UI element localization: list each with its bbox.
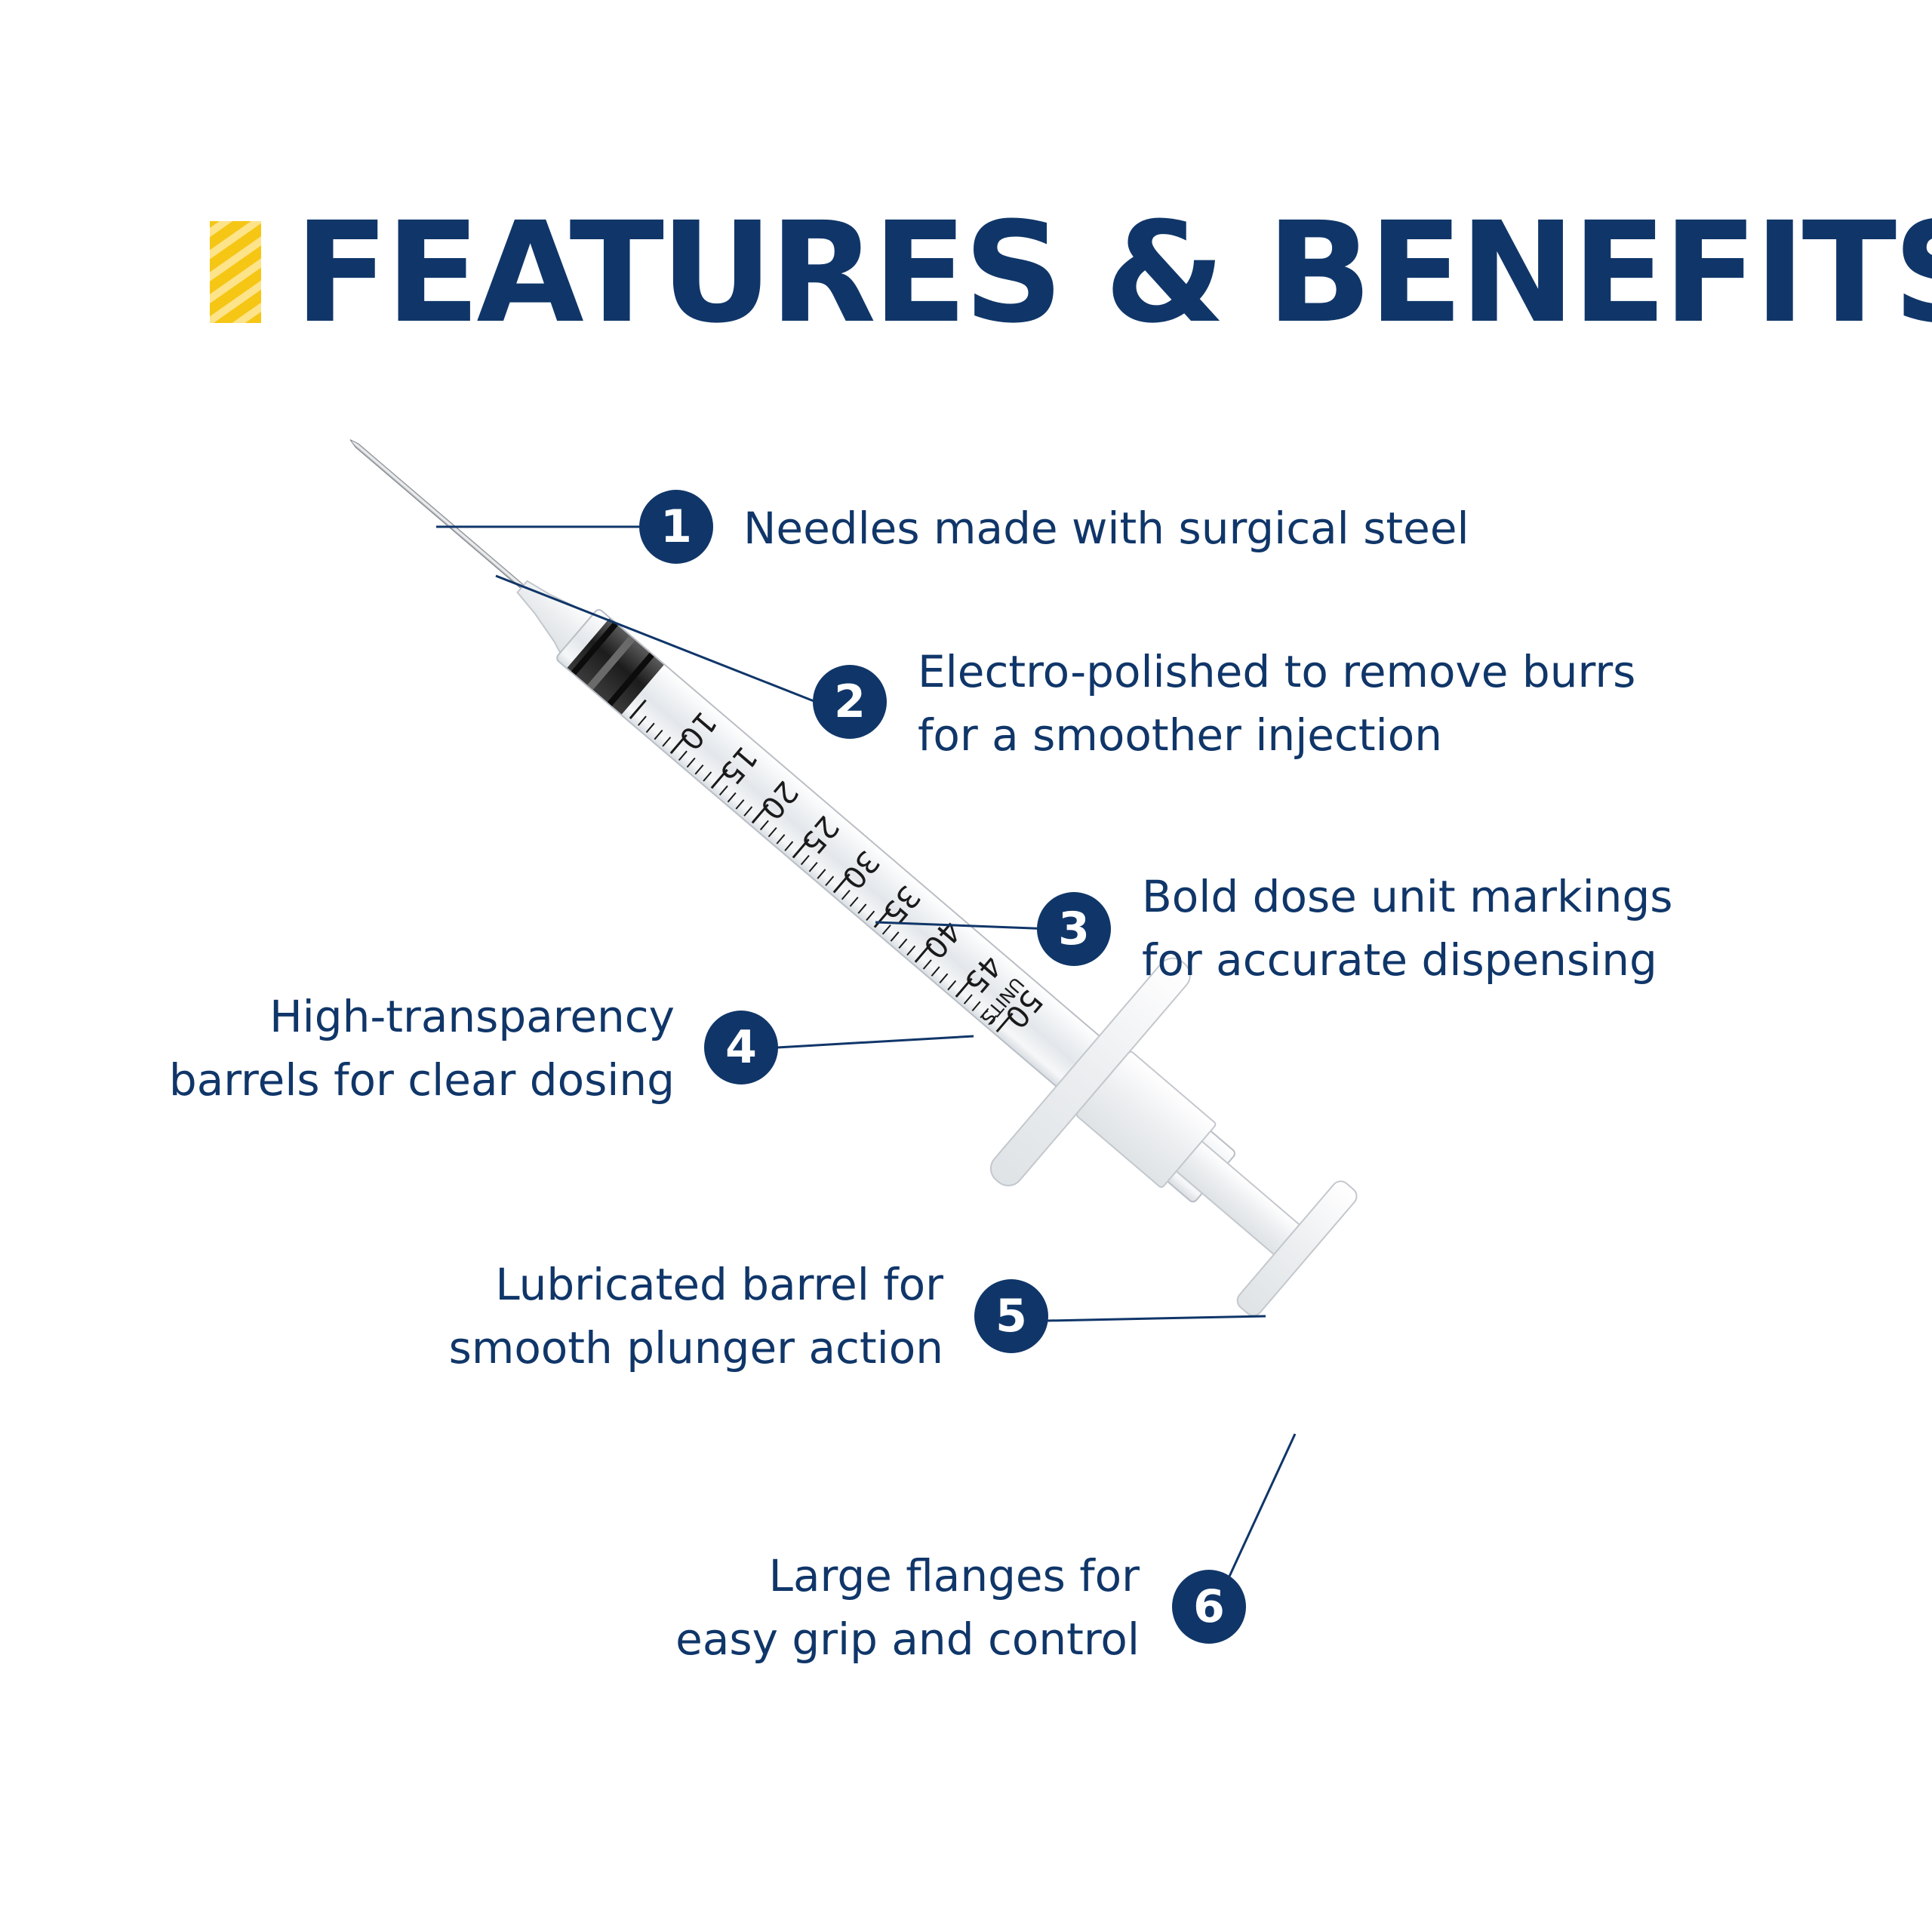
minor-tick [808, 862, 818, 872]
callout-leaders [436, 525, 1297, 1589]
minor-tick [898, 938, 908, 949]
minor-tick [727, 792, 737, 803]
major-tick [873, 908, 891, 928]
callout-badge-2: 2 [813, 665, 887, 739]
title-accent-bar [210, 221, 261, 323]
leader-4 [777, 1035, 974, 1049]
major-tick [629, 699, 647, 719]
callout-badge-1: 1 [639, 490, 713, 564]
callout-badge-4: 4 [704, 1011, 778, 1084]
major-tick [914, 943, 932, 963]
minor-tick [718, 785, 728, 796]
leader-2 [495, 574, 820, 705]
minor-tick [988, 1014, 998, 1026]
leader-5 [1047, 1315, 1266, 1322]
minor-tick [703, 771, 712, 782]
accent-stripe [210, 243, 261, 323]
major-tick [751, 804, 769, 824]
leader-6 [1223, 1433, 1297, 1589]
needle [349, 439, 525, 589]
minor-tick [857, 903, 867, 914]
accent-stripe [210, 221, 261, 278]
minor-tick [800, 854, 810, 866]
major-tick [955, 977, 973, 998]
minor-tick [759, 820, 769, 831]
accent-stripe [210, 221, 261, 292]
minor-tick [645, 722, 655, 734]
minor-tick [654, 729, 663, 740]
callout-text-3: Bold dose unit markings for accurate dis… [1142, 871, 1673, 986]
minor-tick [662, 737, 672, 747]
minor-tick [776, 834, 786, 844]
accent-stripe [210, 229, 261, 322]
minor-tick [890, 931, 900, 942]
minor-tick [735, 799, 745, 810]
callout-text-4: High-transparency barrels for clear dosi… [168, 991, 675, 1106]
callout-text-1: Needles made with surgical steel [743, 503, 1469, 554]
minor-tick [922, 959, 932, 970]
major-tick [832, 873, 851, 894]
dose-scale [629, 699, 1014, 1032]
minor-tick [768, 826, 777, 838]
minor-tick [906, 945, 916, 956]
minor-tick [743, 806, 753, 817]
minor-tick [931, 966, 940, 977]
thumb-rest [1236, 1180, 1358, 1317]
major-tick [995, 1012, 1014, 1032]
minor-tick [971, 1001, 981, 1011]
minor-tick [849, 897, 859, 907]
callout-badge-3: 3 [1037, 892, 1111, 966]
minor-tick [817, 869, 826, 879]
minor-tick [686, 757, 696, 768]
minor-tick [637, 715, 647, 726]
plunger-stopper [567, 618, 664, 715]
minor-tick [678, 750, 688, 761]
minor-tick [963, 994, 973, 1004]
accent-stripe [210, 221, 261, 307]
major-tick [792, 838, 810, 859]
callout-badge-5: 5 [974, 1279, 1048, 1353]
callout-text-6: Large flanges for easy grip and control [675, 1550, 1140, 1665]
callout-text-5: Lubricated barrel for smooth plunger act… [448, 1259, 943, 1374]
callout-text-2: Electro-polished to remove burrs for a s… [918, 646, 1636, 761]
minor-tick [939, 973, 949, 984]
minor-tick [866, 910, 875, 921]
minor-tick [825, 875, 835, 886]
minor-tick [694, 764, 704, 775]
major-tick [669, 734, 688, 755]
minor-tick [881, 924, 891, 935]
page-title: FEATURES & BENEFITS [294, 192, 1932, 354]
minor-tick [841, 889, 851, 900]
minor-tick [784, 841, 794, 851]
callout-badge-6: 6 [1172, 1570, 1246, 1644]
major-tick [710, 768, 728, 789]
minor-tick [980, 1008, 989, 1019]
minor-tick [947, 980, 957, 991]
